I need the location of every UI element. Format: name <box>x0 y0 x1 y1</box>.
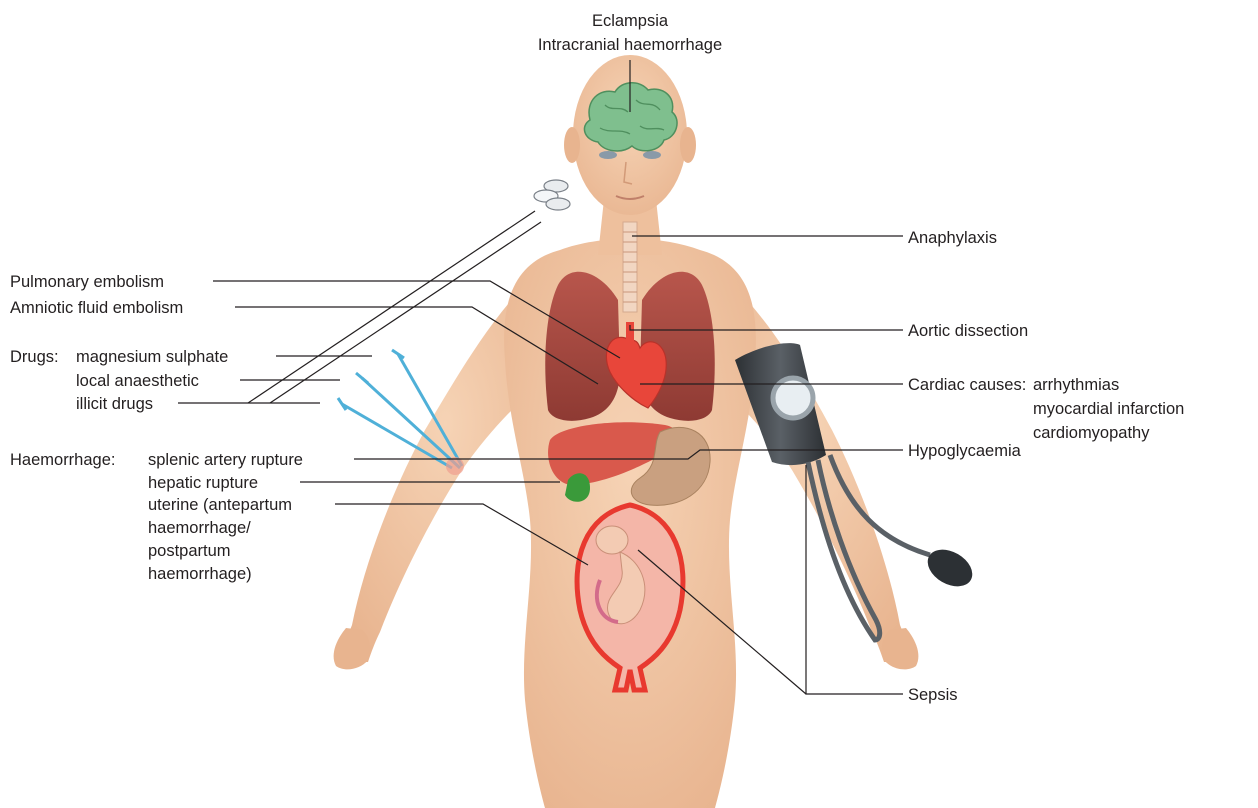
label-hypoglycaemia: Hypoglycaemia <box>908 442 1022 460</box>
label-drug-magnesium: magnesium sulphate <box>76 348 228 366</box>
label-haem-uterine-4: haemorrhage) <box>148 565 252 583</box>
tablets-icon <box>534 180 570 210</box>
label-cardiac-cardiomyopathy: cardiomyopathy <box>1033 424 1150 442</box>
label-drug-illicit: illicit drugs <box>76 395 153 413</box>
label-haem-uterine-1: uterine (antepartum <box>148 496 292 514</box>
label-cardiac-heading: Cardiac causes: <box>908 376 1026 394</box>
label-amniotic-fluid-embolism: Amniotic fluid embolism <box>10 299 183 317</box>
label-cardiac-mi: myocardial infarction <box>1033 400 1184 418</box>
label-anaphylaxis: Anaphylaxis <box>908 229 997 247</box>
label-haem-hepatic: hepatic rupture <box>148 474 258 492</box>
label-cardiac-arrhythmias: arrhythmias <box>1033 376 1119 394</box>
label-haemorrhage-heading: Haemorrhage: <box>10 451 115 469</box>
label-aortic-dissection: Aortic dissection <box>908 322 1028 340</box>
label-haem-splenic: splenic artery rupture <box>148 451 303 469</box>
injection-site <box>446 457 464 475</box>
label-eclampsia: Eclampsia <box>592 12 669 30</box>
label-sepsis: Sepsis <box>908 686 958 704</box>
label-haem-uterine-3: postpartum <box>148 542 231 560</box>
label-intracranial-haemorrhage: Intracranial haemorrhage <box>538 36 722 54</box>
label-haem-uterine-2: haemorrhage/ <box>148 519 251 537</box>
label-drugs-heading: Drugs: <box>10 348 59 366</box>
label-drug-local: local anaesthetic <box>76 372 199 390</box>
label-pulmonary-embolism: Pulmonary embolism <box>10 273 164 291</box>
